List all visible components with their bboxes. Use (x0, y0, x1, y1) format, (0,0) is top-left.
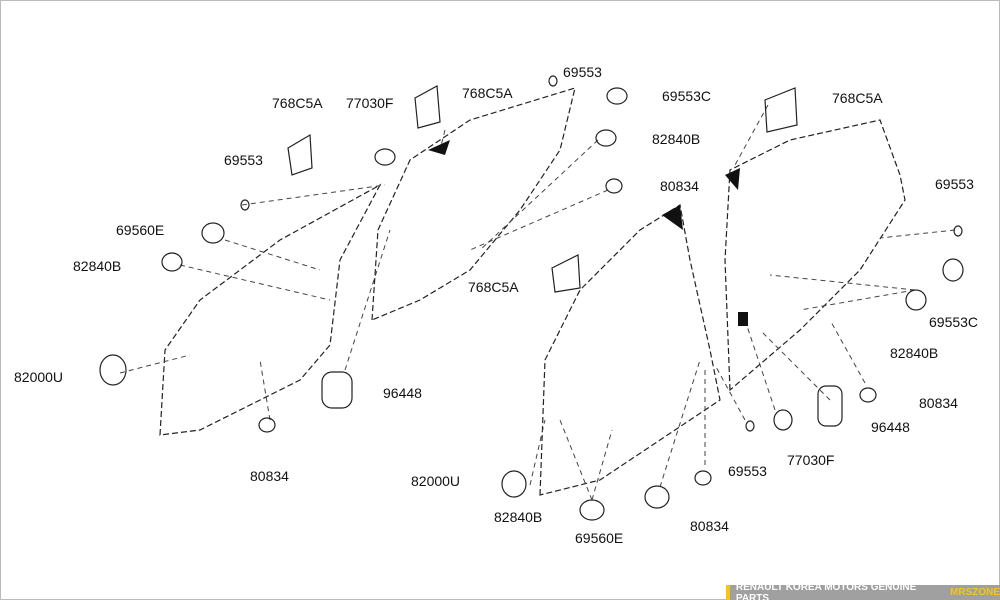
trim-sheet-part (764, 87, 798, 133)
footer-brand: MRSZONE (950, 587, 1000, 598)
callout-label: 82840B (494, 509, 543, 525)
callout-label: 82840B (890, 345, 939, 361)
callout-label: 77030F (346, 95, 394, 111)
front-door-frame (371, 87, 576, 321)
footer-text: RENAULT KOREA MOTORS GENUINE PARTS (735, 581, 917, 600)
callout-label: 82840B (73, 258, 122, 274)
callout-label: 69553C (662, 88, 712, 104)
callout-label: 69553 (728, 463, 767, 479)
callout-label: 69553 (563, 64, 602, 80)
callout-label: 768C5A (462, 85, 513, 101)
rear-door-left (539, 204, 721, 496)
callout-label: 80834 (250, 468, 289, 484)
callout-label: 69560E (116, 222, 165, 238)
callout-label: 69553 (224, 152, 263, 168)
rear-door-right (724, 119, 906, 392)
callout-label: 82840B (652, 131, 701, 147)
callout-label: 82000U (14, 369, 64, 385)
trim-sheet-part (287, 133, 313, 176)
callout-label: 80834 (919, 395, 958, 411)
callout-label: 768C5A (272, 95, 323, 111)
callout-label: 69553 (935, 176, 974, 192)
callout-label: 80834 (690, 518, 729, 534)
callout-label: 96448 (383, 385, 422, 401)
footer-banner: RENAULT KOREA MOTORS GENUINE PARTS MRSZO… (726, 581, 1000, 600)
callout-label: 69553C (929, 314, 979, 330)
front-door-inner-panel (159, 183, 382, 436)
callout-label: 77030F (787, 452, 835, 468)
callout-label: 768C5A (832, 90, 883, 106)
trim-sheet-part (551, 254, 581, 293)
callout-label: 80834 (660, 178, 699, 194)
callout-label: 96448 (871, 419, 910, 435)
callout-label: 82000U (411, 473, 461, 489)
callout-label: 69560E (575, 530, 624, 546)
callout-label: 768C5A (468, 279, 519, 295)
trim-sheet-part (414, 85, 441, 129)
footer-stripe (726, 585, 730, 600)
